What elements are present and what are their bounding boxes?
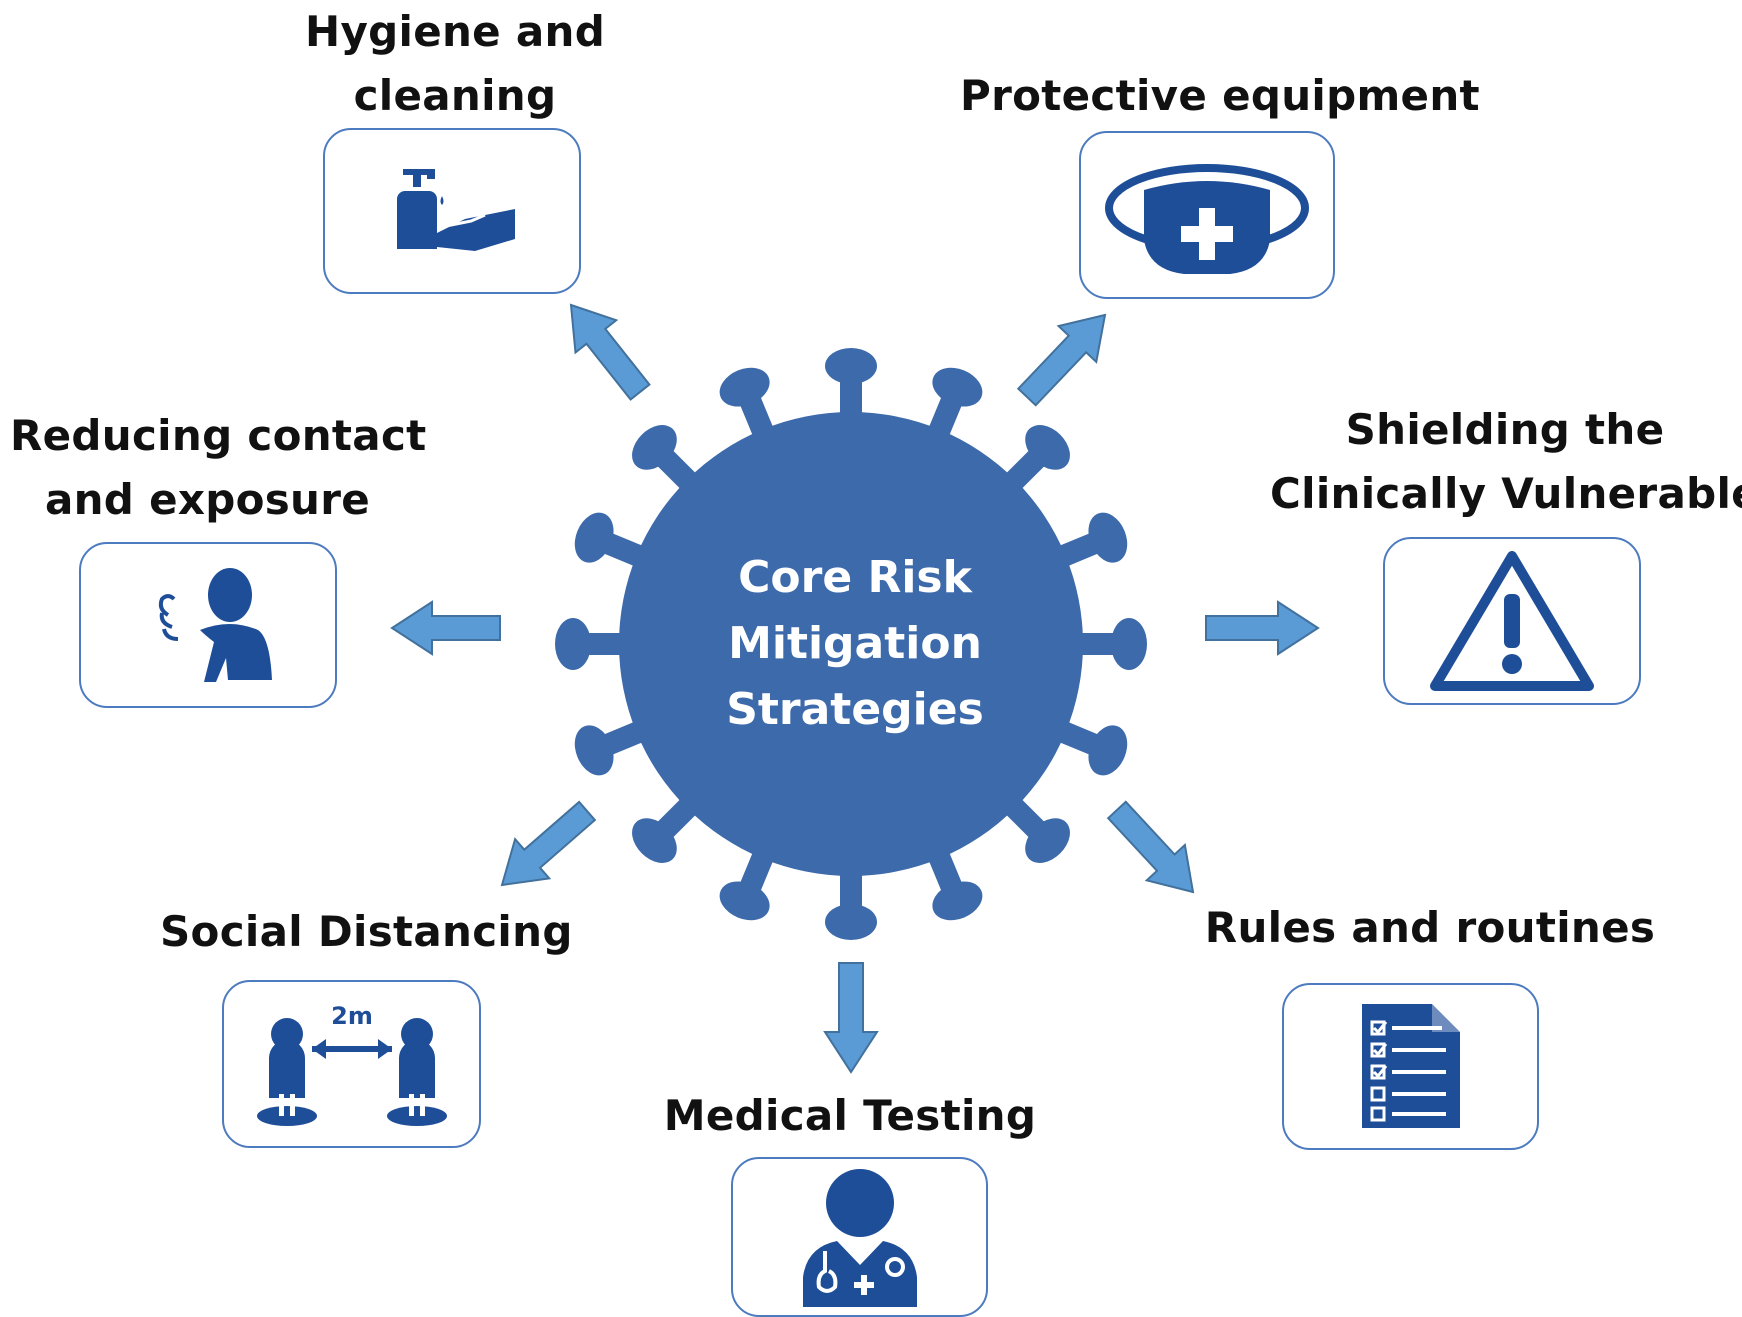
reducing-label: Reducing contact and exposure	[10, 404, 427, 532]
virus-spike-head	[1025, 818, 1070, 863]
arrow	[500, 800, 597, 887]
social-label-line: Social Distancing	[160, 907, 573, 956]
virus-body	[619, 412, 1083, 876]
arrow	[823, 962, 879, 1074]
face-mask-icon	[1105, 164, 1309, 274]
protective-card	[1079, 131, 1335, 299]
virus-spike-head	[1025, 425, 1070, 470]
shielding-label: Shielding the Clinically Vulnerable	[1270, 398, 1742, 526]
virus-spike-head	[574, 512, 614, 563]
arrow	[1016, 313, 1107, 407]
virus-spike-head	[632, 818, 677, 863]
checklist-icon	[1361, 1003, 1460, 1128]
social-distance-icon: 2m	[256, 1002, 447, 1126]
center-title-line: Strategies	[726, 684, 984, 735]
medical-label: Medical Testing	[660, 1084, 1040, 1148]
arrows-group	[390, 303, 1320, 1074]
arrow	[1205, 600, 1320, 656]
warning-icon	[1430, 551, 1594, 691]
medical-label-line: Medical Testing	[663, 1091, 1037, 1140]
reducing-card	[79, 542, 337, 708]
reducing-label-line: Reducing contact	[10, 411, 427, 460]
virus-spike-head	[1088, 725, 1128, 776]
arrow	[390, 600, 501, 656]
social-card: 2m	[222, 980, 481, 1148]
virus-spike-head	[932, 881, 983, 921]
rules-card	[1282, 983, 1539, 1150]
virus-spike-head	[825, 348, 877, 384]
virus-spike-head	[932, 367, 983, 407]
virus-spike-head	[555, 618, 591, 670]
doctor-icon	[802, 1169, 917, 1307]
hygiene-label-line: Hygiene and	[305, 7, 606, 56]
shielding-label-line: Clinically Vulnerable	[1270, 469, 1742, 518]
hand-sanitizer-icon	[397, 169, 515, 251]
center-title-line: Core Risk	[738, 552, 972, 603]
rules-label-line: Rules and routines	[1204, 903, 1656, 952]
social-label: Social Distancing	[160, 900, 573, 964]
virus-spike-head	[825, 904, 877, 940]
hygiene-label: Hygiene and cleaning	[305, 0, 605, 128]
center-title: Core Risk Mitigation Strategies	[690, 545, 1020, 743]
hygiene-card	[323, 128, 581, 294]
center-title-line: Mitigation	[728, 618, 982, 669]
virus-spike-head	[1111, 618, 1147, 670]
arrow	[569, 303, 651, 401]
distance-label: 2m	[331, 1002, 373, 1030]
shielding-card	[1383, 537, 1641, 705]
virus-spike-head	[719, 881, 770, 921]
protective-label: Protective equipment	[960, 64, 1480, 128]
protective-label-line: Protective equipment	[960, 71, 1480, 120]
reducing-label-line: and exposure	[44, 475, 371, 524]
virus-spike-head	[632, 425, 677, 470]
virus-spike-head	[719, 367, 770, 407]
medical-card	[731, 1157, 988, 1317]
arrow	[1106, 800, 1195, 894]
virus-shape	[555, 348, 1147, 940]
virus-spike-head	[574, 725, 614, 776]
rules-label: Rules and routines	[1200, 896, 1660, 960]
shielding-label-line: Shielding the	[1345, 405, 1665, 454]
coughing-person-icon	[158, 568, 272, 682]
virus-spike-head	[1088, 512, 1128, 563]
hygiene-label-line: cleaning	[353, 71, 557, 120]
